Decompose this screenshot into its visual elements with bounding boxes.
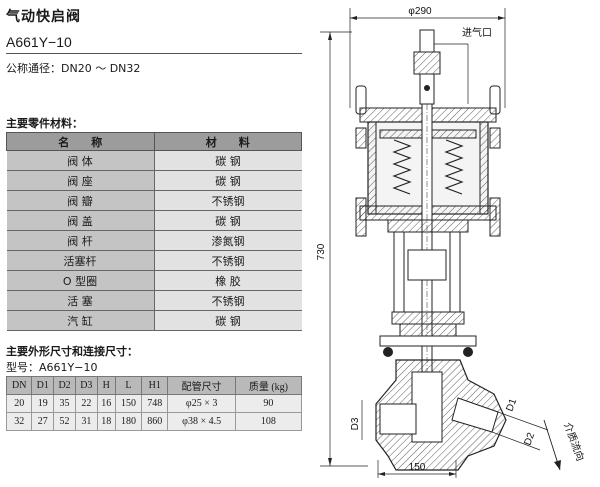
dim-bottom-label: 150 <box>409 462 426 473</box>
dims-cell: 108 <box>234 412 303 431</box>
dims-cell: 150 <box>114 394 143 413</box>
dims-model: 型号：A661Y−10 <box>6 361 98 374</box>
top-dimension: φ290 <box>349 6 506 108</box>
d3-label: D3 <box>350 417 361 430</box>
part-material: 不锈钢 <box>154 190 302 211</box>
dims-cell: φ25 × 3 <box>167 394 236 413</box>
dims-table: DN D1 D2 D3 H L H1 配管尺寸 质量 (kg) 20 19 35… <box>5 376 303 431</box>
dims-cell: 90 <box>234 394 303 413</box>
part-name: 活 塞 <box>6 290 155 311</box>
d1-d2-dimension: D1 D2 <box>491 397 549 451</box>
dims-header-cell: DN <box>5 376 33 395</box>
dims-cell: 31 <box>74 412 98 431</box>
dim-top-label: φ290 <box>408 6 432 17</box>
dims-cell: 180 <box>114 412 143 431</box>
dims-cell: 19 <box>31 394 55 413</box>
title-divider <box>6 53 302 54</box>
dims-cell: φ38 × 4.5 <box>167 412 236 431</box>
bottom-dimension: 150 <box>377 460 457 478</box>
part-name: O 型圈 <box>6 270 155 291</box>
dims-cell: 16 <box>96 394 116 413</box>
dims-header-cell: L <box>114 376 143 395</box>
d1-label: D1 <box>504 397 519 413</box>
dims-header-cell: H <box>96 376 116 395</box>
dims-cell: 27 <box>31 412 55 431</box>
part-name: 阀 体 <box>6 150 155 171</box>
valve-body <box>375 359 507 471</box>
table-row: 活塞杆不锈钢 <box>6 250 302 271</box>
dims-cell: 52 <box>53 412 76 431</box>
table-row: 汽 缸碳 钢 <box>6 310 302 331</box>
parts-header-material: 材 料 <box>153 132 302 151</box>
part-material: 橡 胶 <box>154 270 302 291</box>
part-name: 阀 杆 <box>6 230 155 251</box>
height-dimension: 730 <box>316 31 368 467</box>
parts-header-name: 名 称 <box>6 132 155 151</box>
dims-cell: 18 <box>96 412 116 431</box>
table-row: 阀 座碳 钢 <box>6 170 302 191</box>
part-material: 碳 钢 <box>154 170 302 191</box>
page-title: 气动快启阀 <box>6 9 81 25</box>
part-material: 碳 钢 <box>154 210 302 231</box>
table-row: 阀 杆渗氮钢 <box>6 230 302 251</box>
model-number: A661Y−10 <box>6 34 72 50</box>
parts-table: 名 称 材 料 阀 体碳 钢 阀 座碳 钢 阀 瓣不锈钢 阀 盖碳 钢 阀 杆渗… <box>6 132 302 331</box>
nominal-diameter: 公称通径：DN20 ～ DN32 <box>6 62 141 75</box>
dims-cell: 32 <box>5 412 33 431</box>
dims-header-cell: D1 <box>31 376 55 395</box>
table-row: 阀 体碳 钢 <box>6 150 302 171</box>
flow-direction: 介质流向 <box>543 419 587 471</box>
part-name: 阀 座 <box>6 170 155 191</box>
dims-cell: 20 <box>5 394 33 413</box>
air-inlet: 进气口 <box>413 26 492 105</box>
part-material: 渗氮钢 <box>154 230 302 251</box>
dims-cell: 748 <box>141 394 169 413</box>
part-material: 不锈钢 <box>154 290 302 311</box>
parts-header-row: 名 称 材 料 <box>6 132 302 151</box>
part-material: 碳 钢 <box>154 150 302 171</box>
valve-drawing: φ290 730 进气口 <box>308 0 600 483</box>
flow-label: 介质流向 <box>561 421 587 463</box>
table-row: 20 19 35 22 16 150 748 φ25 × 3 90 <box>5 394 303 413</box>
dims-cell: 35 <box>53 394 76 413</box>
part-name: 阀 盖 <box>6 210 155 231</box>
part-material: 碳 钢 <box>154 310 302 331</box>
dims-header-row: DN D1 D2 D3 H L H1 配管尺寸 质量 (kg) <box>5 376 303 395</box>
dims-cell: 860 <box>141 412 169 431</box>
part-name: 阀 瓣 <box>6 190 155 211</box>
table-row: 32 27 52 31 18 180 860 φ38 × 4.5 108 <box>5 412 303 431</box>
part-material: 不锈钢 <box>154 250 302 271</box>
bonnet <box>379 219 477 357</box>
d3-dimension: D3 <box>350 400 363 440</box>
inlet-label: 进气口 <box>462 26 492 39</box>
dims-header-cell: D3 <box>74 376 98 395</box>
dims-header-cell: 配管尺寸 <box>167 376 236 395</box>
table-row: 阀 盖碳 钢 <box>6 210 302 231</box>
dims-header-cell: D2 <box>53 376 76 395</box>
part-name: 活塞杆 <box>6 250 155 271</box>
valve-drawing-svg: φ290 730 进气口 <box>316 6 587 478</box>
d2-label: D2 <box>522 431 537 447</box>
dims-cell: 22 <box>74 394 98 413</box>
spec-panel: 气动快启阀 A661Y−10 公称通径：DN20 ～ DN32 主要零件材料： … <box>5 9 303 431</box>
parts-heading: 主要零件材料： <box>6 117 83 130</box>
table-row: O 型圈橡 胶 <box>6 270 302 291</box>
dims-heading: 主要外形尺寸和连接尺寸： <box>6 345 138 358</box>
dim-height-label: 730 <box>316 243 327 260</box>
table-row: 阀 瓣不锈钢 <box>6 190 302 211</box>
table-row: 活 塞不锈钢 <box>6 290 302 311</box>
dims-header-cell: 质量 (kg) <box>234 376 303 395</box>
dims-header-cell: H1 <box>141 376 169 395</box>
part-name: 汽 缸 <box>6 310 155 331</box>
